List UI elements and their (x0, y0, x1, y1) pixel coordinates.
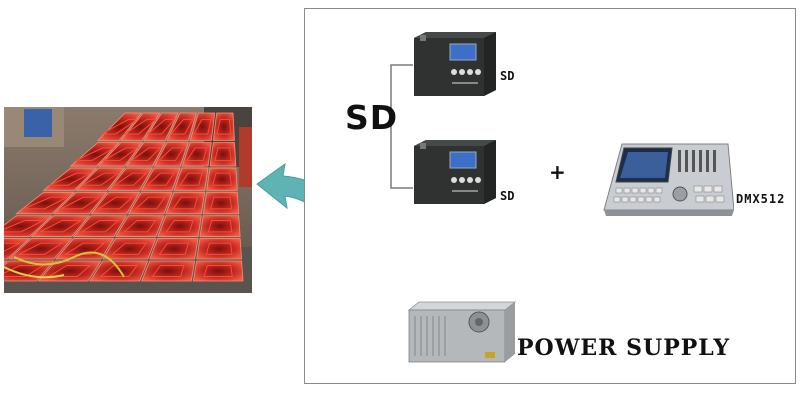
led-tile-inner-ring (205, 242, 233, 255)
led-tile-inner-ring (157, 147, 185, 162)
led-tile-inner-ring (158, 242, 190, 255)
led-tile-inner-ring (146, 172, 176, 186)
led-tile (202, 191, 240, 215)
led-tile-inner-ring (134, 196, 166, 210)
led-tile-inner-ring (122, 219, 157, 233)
dmx-console-icon (603, 143, 734, 216)
led-tile (212, 112, 235, 141)
led-tile-inner-ring (151, 264, 185, 277)
sd-controller-top (414, 32, 496, 96)
led-tile-inner-ring (81, 172, 121, 186)
led-tile-inner-ring (172, 196, 199, 210)
led-tile (196, 238, 243, 260)
led-tile-inner-ring (80, 219, 120, 233)
sd-controller-label-bottom: SD (500, 189, 515, 203)
led-tile-inner-ring (113, 172, 148, 186)
led-tile (149, 238, 199, 260)
power-supply-label: POWER SUPPLY (517, 335, 731, 361)
led-tile-inner-ring (146, 118, 176, 135)
led-tile (209, 142, 237, 167)
bracket-connector (390, 64, 413, 189)
led-tile-inner-ring (60, 196, 102, 210)
led-tile-inner-ring (207, 219, 233, 233)
led-tile-inner-ring (169, 118, 194, 135)
led-tile-inner-ring (211, 172, 232, 186)
sd-controller-label-top: SD (500, 69, 515, 83)
led-tile-inner-ring (186, 147, 208, 162)
led-tile-inner-ring (122, 118, 158, 135)
led-tile-inner-ring (96, 196, 134, 210)
led-tile (192, 260, 244, 282)
led-tile-inner-ring (4, 264, 45, 277)
led-tile-inner-ring (101, 147, 139, 162)
led-tile-inner-ring (192, 118, 212, 135)
led-tile (199, 215, 241, 237)
led-tile-inner-ring (47, 264, 92, 277)
led-tile-inner-ring (4, 242, 21, 252)
power-supply-unit-icon (407, 301, 517, 363)
sd-group-label: SD (345, 98, 399, 137)
led-tile (4, 260, 9, 265)
led-tile-inner-ring (18, 242, 64, 255)
led-floor-photo (4, 107, 252, 293)
led-tile-inner-ring (203, 264, 233, 277)
led-tile (206, 167, 238, 191)
led-tile (141, 260, 196, 282)
led-tile-inner-ring (214, 147, 232, 162)
led-tile-inner-ring (63, 242, 106, 255)
led-tile-inner-ring (101, 118, 140, 135)
led-tile-inner-ring (39, 219, 83, 233)
led-tile-inner-ring (99, 264, 139, 277)
led-tile-inner-ring (209, 196, 233, 210)
led-tile-inner-ring (49, 172, 91, 186)
plus-sign: + (549, 160, 566, 184)
led-tile-inner-ring (75, 147, 117, 162)
led-tile-inner-ring (111, 242, 148, 255)
sd-controller-bottom (414, 140, 496, 204)
led-tile-inner-ring (216, 118, 232, 135)
dmx-console-label: DMX512 (736, 192, 786, 206)
led-tile (157, 215, 202, 237)
led-tile-inner-ring (129, 147, 162, 162)
led-tile-inner-ring (165, 219, 194, 233)
led-tile-inner-ring (179, 172, 203, 186)
led-tile-inner-ring (4, 219, 44, 233)
led-tile-inner-ring (23, 196, 68, 210)
